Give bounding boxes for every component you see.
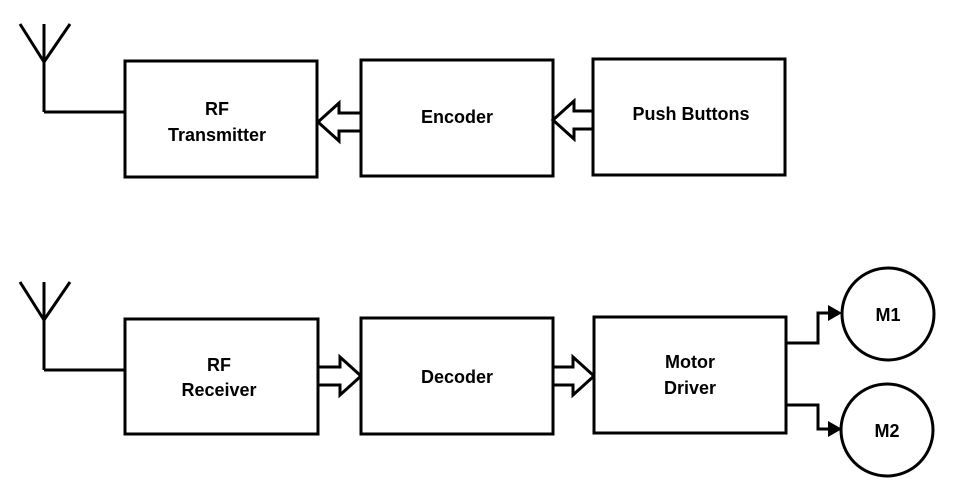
motor-driver-block: Motor Driver <box>592 315 788 435</box>
encoder-label: Encoder <box>421 107 493 127</box>
encoder-to-transmitter-arrow <box>315 99 363 145</box>
push-buttons-label: Push Buttons <box>633 104 750 124</box>
motor-m2: M2 <box>839 382 935 478</box>
rf-transmitter-block: RF Transmitter <box>123 59 319 179</box>
driver-to-m1-connector <box>786 305 842 345</box>
rf-receiver-label-line1: RF <box>207 355 231 375</box>
motor-driver-label-line1: Motor <box>665 352 715 372</box>
motor-driver-label-line2: Driver <box>664 378 716 398</box>
decoder-to-motor-driver-arrow <box>551 353 597 399</box>
motor-m1: M1 <box>840 266 936 362</box>
driver-to-m2-connector <box>786 403 842 437</box>
encoder-block: Encoder <box>359 58 555 178</box>
motor-m1-label: M1 <box>875 305 900 325</box>
decoder-block: Decoder <box>359 316 555 436</box>
receiver-to-decoder-arrow <box>316 353 364 399</box>
push-buttons-to-encoder-arrow <box>550 97 595 143</box>
transmitter-antenna-icon <box>18 23 125 114</box>
rf-transmitter-label-line2: Transmitter <box>168 125 266 145</box>
decoder-label: Decoder <box>421 367 493 387</box>
push-buttons-block: Push Buttons <box>591 57 787 177</box>
receiver-antenna-icon <box>18 281 125 372</box>
motor-m2-label: M2 <box>874 421 899 441</box>
rf-transmitter-label-line1: RF <box>205 99 229 119</box>
rf-receiver-label-line2: Receiver <box>181 380 256 400</box>
rf-receiver-block: RF Receiver <box>123 317 320 436</box>
